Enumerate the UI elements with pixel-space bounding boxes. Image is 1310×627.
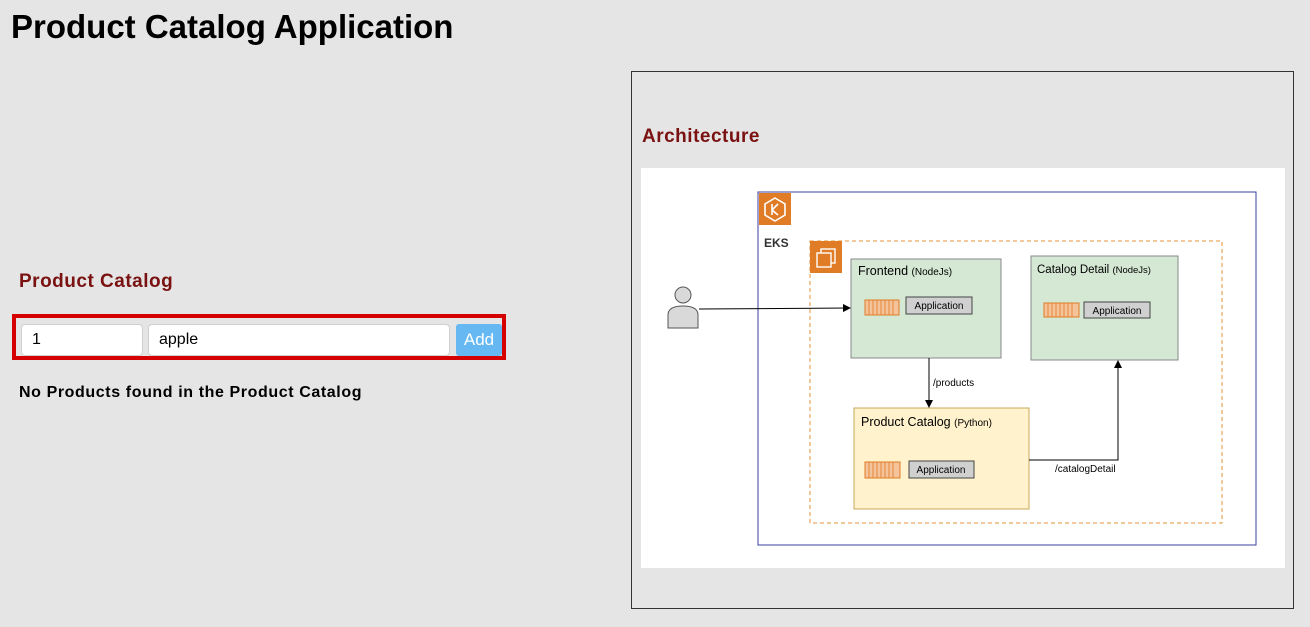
eks-label: EKS: [764, 236, 789, 250]
catalog-detail-title: Catalog Detail: [1037, 264, 1109, 276]
svg-text:Catalog Detail (NodeJs): Catalog Detail (NodeJs): [1037, 264, 1151, 276]
node-group-box: [809, 240, 1223, 524]
empty-catalog-message: No Products found in the Product Catalog: [19, 384, 363, 401]
catalog-detail-route-label: /catalogDetail: [1055, 464, 1116, 475]
catalog-detail-service: Catalog Detail (NodeJs) Application: [1030, 255, 1179, 361]
product-catalog-to-catalog-detail-arrow: [1029, 360, 1122, 461]
product-name-input[interactable]: [148, 324, 450, 356]
container-icon: [864, 299, 900, 316]
frontend-title: Frontend: [858, 264, 908, 278]
catalog-detail-runtime: (NodeJs): [1112, 265, 1151, 276]
compute-icon: [810, 241, 842, 273]
product-catalog-application-label: Application: [917, 465, 966, 476]
quantity-input[interactable]: [21, 324, 143, 356]
products-route-label: /products: [933, 378, 974, 389]
add-button[interactable]: Add: [456, 324, 502, 356]
frontend-runtime: (NodeJs): [912, 267, 953, 278]
container-icon: [1043, 302, 1080, 318]
product-catalog-heading: Product Catalog: [19, 271, 174, 292]
product-catalog-service: Product Catalog (Python) Application: [853, 407, 1030, 510]
page-title: Product Catalog Application: [11, 8, 454, 45]
catalog-detail-application-label: Application: [1093, 306, 1142, 317]
architecture-diagram: EKS Frontend (NodeJs): [641, 168, 1285, 568]
container-icon: [864, 461, 901, 479]
user-to-frontend-arrow: [698, 304, 851, 313]
add-product-form: Add: [12, 314, 506, 360]
svg-text:Frontend (NodeJs): Frontend (NodeJs): [858, 264, 952, 278]
user-icon: [667, 286, 699, 329]
eks-logo-icon: [759, 193, 791, 225]
architecture-heading: Architecture: [642, 126, 760, 147]
product-catalog-runtime: (Python): [954, 418, 992, 429]
svg-text:Product Catalog (Python): Product Catalog (Python): [861, 415, 992, 429]
frontend-application-label: Application: [915, 301, 964, 312]
frontend-service: Frontend (NodeJs) Application: [850, 258, 1002, 359]
product-catalog-title: Product Catalog: [861, 415, 951, 429]
eks-cluster-box: [757, 191, 1257, 546]
architecture-panel: Architecture EKS: [631, 71, 1294, 609]
